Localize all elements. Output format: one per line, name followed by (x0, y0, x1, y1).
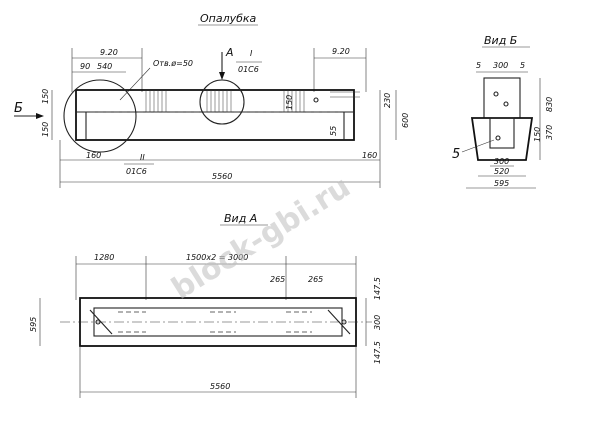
view-b-dim-830: 830 (545, 97, 554, 112)
dim-540: 540 (97, 62, 112, 71)
view-a-hole-right (341, 319, 347, 325)
view-a-end-detail-right (327, 309, 351, 335)
section-2-sheet: 01С6 (126, 167, 147, 176)
dim-600: 600 (401, 113, 410, 128)
arrow-a-head (219, 72, 225, 80)
section-1-label: I (250, 49, 253, 58)
view-b-title: Вид Б (484, 34, 517, 47)
view-b-inner-box (489, 117, 515, 149)
view-a-dim-265-left: 265 (270, 275, 285, 284)
view-a-dim-pitch: 1500х2 = 3000 (186, 253, 248, 262)
watermark: block-gbi.ru (166, 169, 357, 306)
view-a-dim-5560: 5560 (210, 382, 230, 391)
formwork-title: Опалубка (200, 12, 257, 25)
section-1-sheet: 01С6 (238, 65, 259, 74)
view-a-dim-265-right: 265 (308, 275, 323, 284)
view-a-dim-300: 300 (373, 315, 382, 330)
arrow-b-label: Б (14, 101, 23, 116)
view-b-hole-3 (495, 135, 501, 141)
view-a-hole-left (95, 319, 101, 325)
view-b-dim-300-top: 300 (493, 61, 508, 70)
hatch-zone-left (145, 90, 167, 112)
formwork-view: Опалубка 9.20 90 540 Отв.ø=50 9.20 А I 0… (14, 12, 410, 188)
view-a-title: Вид А (224, 212, 257, 225)
detail-circle-1 (199, 79, 245, 125)
hatch-zone-center (206, 90, 232, 112)
arrow-b-head (36, 113, 44, 119)
view-b-dim-300-bottom: 300 (494, 157, 509, 166)
view-b-dim-5-left: 5 (476, 61, 481, 70)
view-a-dim-147-5-bottom: 147.5 (373, 341, 382, 364)
dim-150-left-bottom: 150 (41, 122, 50, 137)
dim-920-right: 9.20 (332, 47, 350, 56)
dim-55: 55 (329, 126, 338, 136)
view-b-dim-520: 520 (494, 167, 509, 176)
dim-90: 90 (80, 62, 90, 71)
view-a-dim-595: 595 (29, 317, 38, 332)
hatch-zone-right (283, 90, 305, 112)
view-b-mark-5: 5 (452, 147, 460, 162)
view-b-lower-flange (470, 117, 534, 161)
view-b-dim-370: 370 (545, 125, 554, 140)
hole-right (313, 97, 319, 103)
dim-160-right: 160 (362, 151, 377, 160)
arrow-a-label: А (225, 46, 234, 59)
view-a-dim-147-5-top: 147.5 (373, 277, 382, 300)
dim-150-left-top: 150 (41, 89, 50, 104)
dim-920-left: 9.20 (100, 48, 118, 57)
view-b-hole-2 (503, 101, 509, 107)
view-b-mark-leader (461, 139, 495, 153)
dim-5560-formwork: 5560 (212, 172, 232, 181)
view-b-upper-web (483, 77, 521, 119)
view-a-dim-1280: 1280 (94, 253, 114, 262)
view-b-dim-150: 150 (533, 127, 542, 142)
section-2-label: II (140, 153, 145, 162)
view-b-dim-5-right: 5 (520, 61, 525, 70)
detail-circle-2 (63, 79, 137, 153)
view-b-hole-1 (493, 91, 499, 97)
view-a: Вид А 1280 1500х2 = 3000 265 265 595 147… (29, 212, 382, 398)
hole-leader (119, 67, 151, 101)
dim-150-mid: 150 (285, 95, 294, 110)
view-b-dim-595: 595 (494, 179, 509, 188)
view-a-end-detail-left (89, 309, 113, 335)
dim-230: 230 (383, 93, 392, 108)
hole-note: Отв.ø=50 (153, 59, 193, 68)
view-b: Вид Б 5 300 5 5 830 370 150 300 520 595 (452, 34, 554, 189)
dim-160-left: 160 (86, 151, 101, 160)
